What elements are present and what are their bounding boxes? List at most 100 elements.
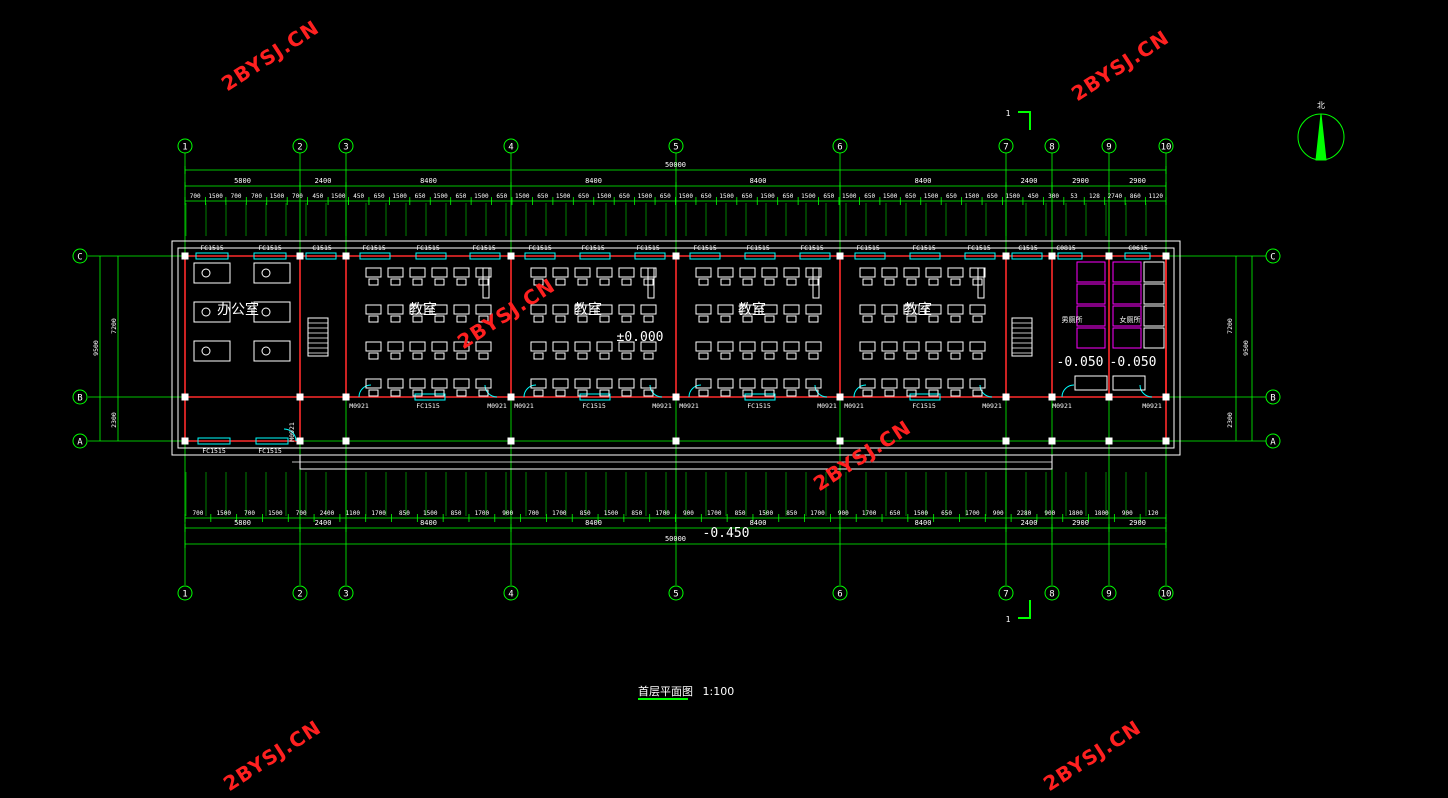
dim-top-bays-label: 8400 — [750, 177, 767, 185]
door-label-9: M0921 — [1142, 402, 1162, 410]
student-desk — [618, 304, 635, 315]
student-chair — [434, 315, 445, 323]
grid-bubble-C — [1265, 248, 1281, 264]
dim-bottom-detail-label: 650 — [941, 510, 952, 517]
door-label-4: M0921 — [679, 402, 699, 410]
door-label-2: M0921 — [514, 402, 534, 410]
student-chair — [862, 278, 873, 286]
student-desk — [761, 304, 778, 315]
student-chair — [928, 315, 939, 323]
dim-top-detail-label: 1500 — [331, 193, 346, 200]
student-chair — [764, 315, 775, 323]
window-north-16 — [1057, 252, 1083, 260]
grid-label-6: 6 — [837, 143, 842, 153]
dim-top-detail-label: 1120 — [1149, 193, 1164, 200]
dim-top-detail-label: 1500 — [433, 193, 448, 200]
dim-left-9500: 9500 — [92, 340, 100, 356]
grid-label-5: 5 — [673, 590, 678, 600]
dim-top-detail-label: 650 — [905, 193, 916, 200]
dim-top-detail-label: 650 — [782, 193, 793, 200]
dim-top-detail-label: 1500 — [270, 193, 285, 200]
student-chair — [862, 315, 873, 323]
grid-label-10: 10 — [1161, 143, 1172, 153]
window-corridor-1 — [579, 393, 611, 401]
column — [507, 252, 515, 260]
grid-bubble-A — [72, 433, 88, 449]
student-chair — [412, 278, 423, 286]
student-desk — [596, 304, 613, 315]
room-label-classroom-2: 教室 — [738, 301, 766, 318]
student-desk — [969, 341, 986, 352]
dim-top-detail-label: 650 — [864, 193, 875, 200]
dim-bottom-detail-label: 1700 — [552, 510, 567, 517]
elevation-main: ±0.000 — [617, 330, 664, 345]
student-desk — [574, 378, 591, 389]
dim-bottom-detail-label: 1700 — [965, 510, 980, 517]
toilet-stall — [1076, 327, 1106, 349]
grid-label-A: A — [1270, 438, 1276, 448]
walls — [171, 240, 1181, 470]
dim-top-detail-label: 1500 — [1005, 193, 1020, 200]
door-label-6: M0921 — [844, 402, 864, 410]
student-desk — [859, 304, 876, 315]
window-north-15 — [1011, 252, 1043, 260]
toilet-stall — [1112, 261, 1142, 283]
room-label-classroom-0: 教室 — [409, 301, 437, 318]
student-desk — [574, 267, 591, 278]
window-north-5 — [469, 252, 501, 260]
student-chair — [808, 352, 819, 360]
dim-top-detail-label: 650 — [537, 193, 548, 200]
toilet-stall — [1143, 305, 1165, 327]
dim-bottom-bays-label: 8400 — [750, 519, 767, 527]
student-chair — [950, 278, 961, 286]
dim-bottom-detail-label: 900 — [1122, 510, 1133, 517]
office-desk-0 — [193, 262, 231, 284]
dim-bottom-detail-label: 1100 — [346, 510, 361, 517]
student-desk — [365, 304, 382, 315]
column — [1002, 252, 1010, 260]
toilet-stall — [1112, 305, 1142, 327]
student-chair — [434, 389, 445, 397]
student-desk — [365, 267, 382, 278]
student-desk — [596, 267, 613, 278]
student-chair — [533, 389, 544, 397]
student-desk — [739, 378, 756, 389]
column — [836, 437, 844, 445]
student-chair — [950, 352, 961, 360]
student-desk — [574, 341, 591, 352]
dim-top-detail-label: 650 — [415, 193, 426, 200]
dim-top-detail-label: 650 — [496, 193, 507, 200]
window-label-corridor-1: FC1515 — [582, 402, 606, 410]
grid-label-9: 9 — [1106, 143, 1111, 153]
student-chair — [786, 389, 797, 397]
student-desk — [925, 304, 942, 315]
student-chair — [368, 352, 379, 360]
grid-label-3: 3 — [343, 590, 348, 600]
dim-top-detail-label: 1500 — [515, 193, 530, 200]
dim-bottom-bays-label: 2400 — [315, 519, 332, 527]
office-desk-5 — [253, 340, 291, 362]
student-desk — [805, 341, 822, 352]
student-chair — [390, 315, 401, 323]
door-swing-0 — [358, 384, 372, 398]
student-desk — [530, 304, 547, 315]
dim-top-detail-label: 128 — [1089, 193, 1100, 200]
student-desk — [365, 341, 382, 352]
grid-label-8: 8 — [1049, 143, 1054, 153]
student-desk — [453, 341, 470, 352]
window-label-north-9: FC1515 — [693, 244, 717, 252]
dim-top-detail-label: 1500 — [392, 193, 407, 200]
student-chair — [972, 315, 983, 323]
student-chair — [533, 278, 544, 286]
student-chair — [599, 352, 610, 360]
student-desk — [640, 341, 657, 352]
column — [507, 393, 515, 401]
dim-left-2300: 2300 — [110, 412, 118, 428]
dim-top-bays-label: 2400 — [1021, 177, 1038, 185]
window-label-north-16: C0815 — [1056, 244, 1076, 252]
office-chair-1 — [261, 268, 271, 278]
dim-bottom-detail-label: 1700 — [707, 510, 722, 517]
student-chair — [577, 352, 588, 360]
door-swing-7 — [979, 384, 993, 398]
student-desk — [903, 378, 920, 389]
